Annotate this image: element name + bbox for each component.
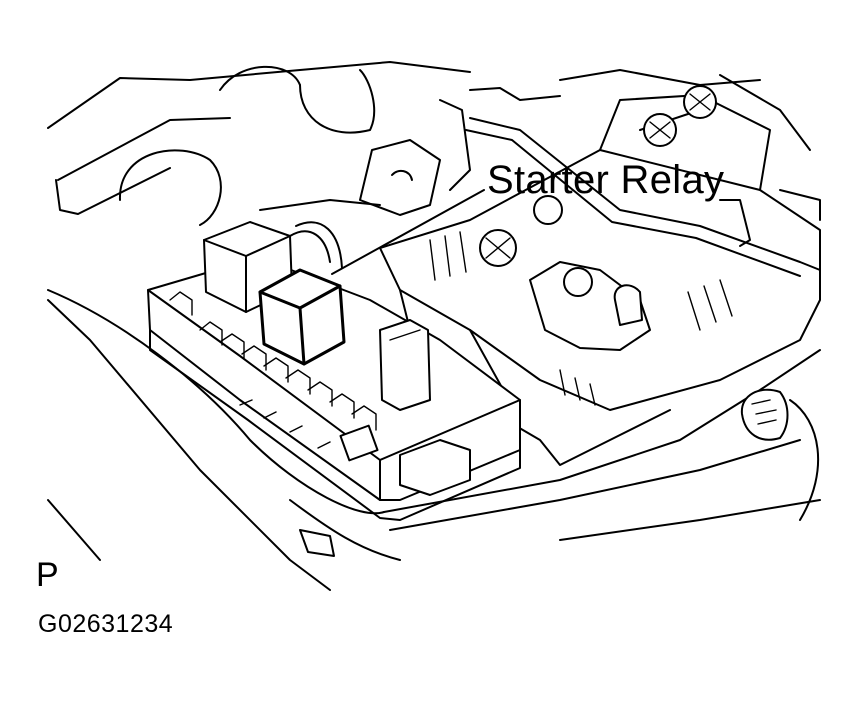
battery-clamp — [465, 117, 821, 277]
battery-terminal — [529, 261, 651, 351]
figure-id: G02631234 — [38, 610, 174, 638]
starter-relay-label: Starter Relay — [487, 158, 725, 202]
starter-relay — [258, 268, 346, 366]
engine-background-contours — [47, 61, 811, 226]
battery — [379, 85, 821, 466]
body-panel-contours — [47, 289, 821, 591]
callout-leader-line — [331, 189, 485, 275]
relay-block — [147, 259, 521, 521]
view-marker: P — [36, 556, 59, 594]
cell-cap-icon — [533, 195, 563, 225]
